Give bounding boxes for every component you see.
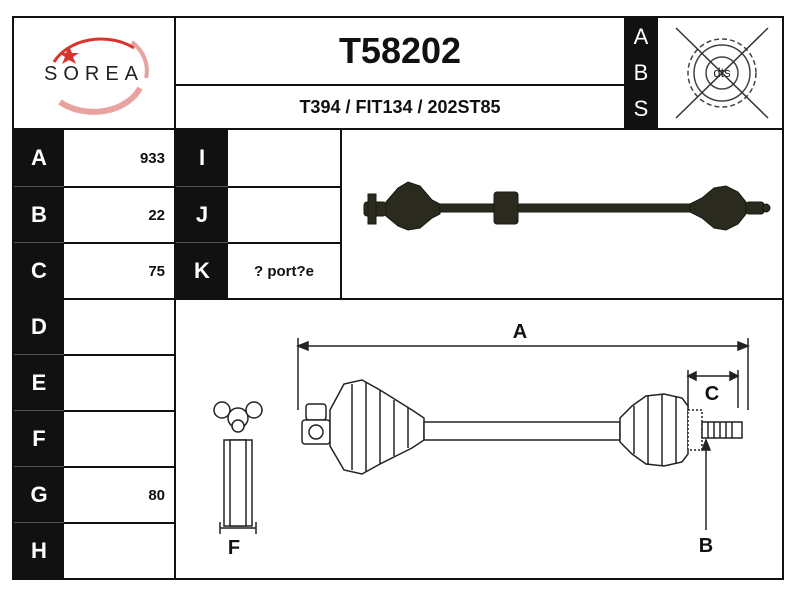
row-letter-f: F bbox=[14, 410, 64, 466]
drive-shaft-photo bbox=[363, 181, 771, 231]
abs-letter-b: B bbox=[624, 56, 658, 90]
row-value-k: ? port?e bbox=[228, 242, 340, 298]
logo-cell: SOREA bbox=[14, 18, 175, 128]
row-value-f bbox=[64, 410, 175, 466]
row-letter-c: C bbox=[14, 242, 64, 298]
row-value-a: 933 bbox=[139, 149, 165, 167]
reference-numbers: T394 / FIT134 / 202ST85 bbox=[299, 96, 501, 117]
left-table-divider bbox=[174, 130, 176, 578]
row-letter-k: K bbox=[176, 242, 228, 298]
row-letter-j: J bbox=[176, 186, 228, 242]
logo-text: SOREA bbox=[44, 63, 144, 85]
dimension-label-f: F bbox=[228, 537, 240, 559]
abs-letter-s: S bbox=[624, 92, 658, 126]
technical-drawing: A C F B bbox=[176, 300, 782, 578]
dimension-label-a: A bbox=[513, 321, 527, 343]
sorea-logo: SOREA bbox=[44, 37, 149, 115]
row-letter-i: I bbox=[176, 130, 228, 186]
row-value-b: 22 bbox=[64, 186, 175, 242]
references-cell: T394 / FIT134 / 202ST85 bbox=[174, 84, 624, 128]
dts-crossed-gear-icon: dts bbox=[675, 27, 769, 119]
product-photo bbox=[342, 130, 782, 298]
row-letter-b: B bbox=[14, 186, 64, 242]
row-value-i bbox=[228, 130, 340, 186]
row-letter-a: A bbox=[14, 130, 64, 186]
dimension-label-b: B bbox=[699, 535, 713, 557]
shaft-dimension-diagram: A C F B bbox=[213, 321, 751, 559]
row-value-j bbox=[228, 186, 340, 242]
part-number: T58202 bbox=[338, 30, 462, 71]
row-letter-d: D bbox=[14, 298, 64, 354]
mid-spec-table: I J K ? port?e bbox=[176, 130, 340, 298]
row-letter-e: E bbox=[14, 354, 64, 410]
dts-label: dts bbox=[713, 65, 731, 80]
spec-sheet-frame bbox=[12, 16, 784, 580]
row-value-g: 80 bbox=[64, 466, 175, 522]
left-spec-table: A 933 B 22 C 75 D E F G 80 H bbox=[14, 130, 175, 578]
dimension-label-c: C bbox=[705, 383, 719, 405]
dts-cell: dts bbox=[658, 18, 782, 128]
abs-letter-a: A bbox=[624, 20, 658, 54]
row-value-e bbox=[64, 354, 175, 410]
title-cell: T58202 bbox=[174, 18, 624, 84]
photo-divider bbox=[176, 298, 782, 300]
row-value-d bbox=[64, 298, 175, 354]
row-value-c: 75 bbox=[64, 242, 175, 298]
abs-column: A B S bbox=[624, 18, 658, 128]
header-divider bbox=[14, 128, 782, 130]
row-letter-h: H bbox=[14, 522, 64, 578]
mid-table-divider bbox=[340, 130, 342, 298]
row-value-h bbox=[64, 522, 175, 578]
row-letter-g: G bbox=[14, 466, 64, 522]
